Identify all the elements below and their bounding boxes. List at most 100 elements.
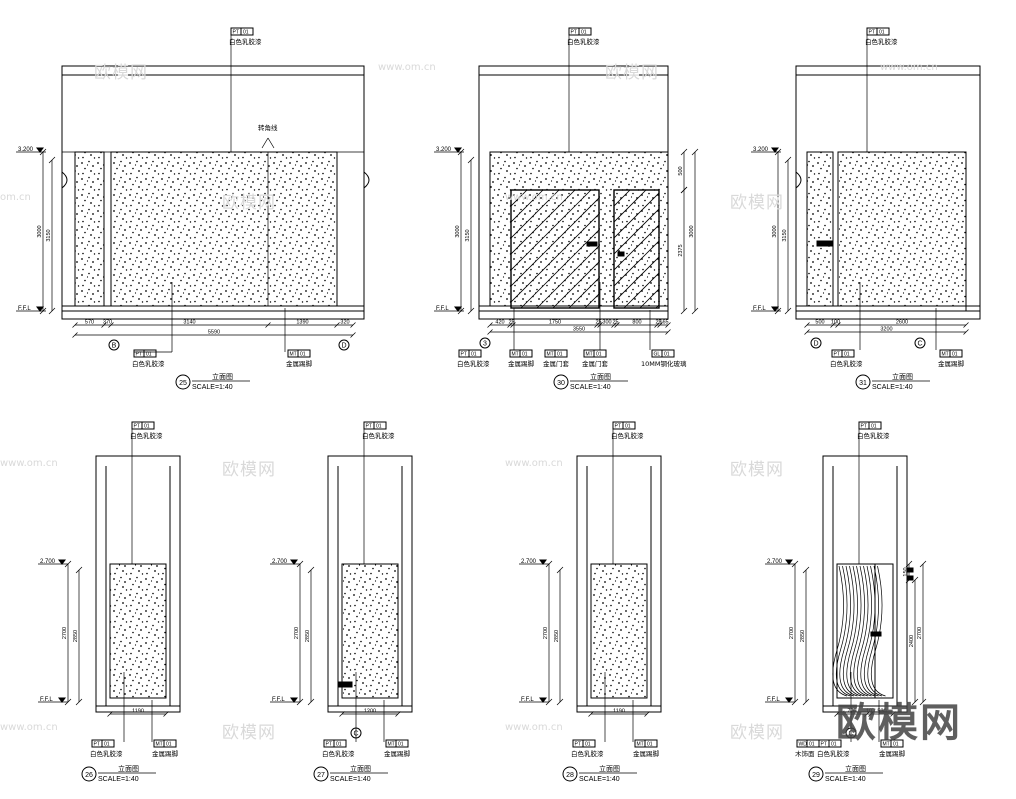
elev30-top-callout-tag-num — [578, 27, 592, 36]
elev26-skirting-callout-tag-code-text: MT — [156, 742, 163, 748]
elev30-dim-r1-tick — [680, 148, 688, 156]
elev30-door-left-frame — [510, 189, 600, 309]
elev30-dim-chain-text: 25 — [655, 320, 661, 326]
elev25-dim-total-tick — [350, 332, 356, 338]
elev31-dim-h1-tick — [774, 307, 782, 315]
elev30-handle — [586, 241, 598, 247]
elev25-bottom-callout-tag-num-text: 01 — [146, 352, 152, 358]
elev30-level-top-triangle — [454, 147, 462, 153]
elev30-frame-left-callout-tag-num — [554, 349, 568, 358]
elev26-bottom-callout-tag-num — [101, 739, 115, 748]
elev26-level-top-triangle — [58, 559, 66, 565]
elev27-skirting-callout-tag-num-text: 01 — [398, 742, 404, 748]
elev25-top-callout-text: 白色乳胶漆 — [229, 37, 262, 46]
elev26-dim-width-text: 1190 — [132, 709, 144, 715]
elev25-dim-h2-tick — [48, 307, 56, 315]
elev31-dim-h2-tick — [784, 307, 792, 315]
elev25-top-callout-tag-num — [240, 27, 254, 36]
elev30-dim-chain-text: 25 — [508, 320, 514, 326]
elev31-grid-c-text: C — [917, 341, 922, 348]
elev25-panel-left — [74, 151, 105, 307]
elev28-level-floor-text: F.F.L — [521, 697, 534, 703]
elev25-corner-arrow — [261, 137, 275, 149]
elev28-outline — [576, 455, 662, 713]
elev25-dim-total-tick — [72, 332, 78, 338]
elev30-dim-chain-text: 25 — [612, 320, 618, 326]
elev25-dim-chain-tick — [72, 322, 78, 328]
elev27-level-floor-triangle — [290, 697, 298, 703]
elev29-skirting-callout-text: 金属踢脚 — [879, 749, 906, 758]
elev30-door-right-frame — [613, 189, 660, 309]
elev26-panel — [109, 563, 167, 699]
elev30-top-callout-tag-code-text: PT — [571, 30, 577, 36]
elev28-top-callout-tag-num — [622, 421, 636, 430]
elev26-top-callout-tag-code-text: PT — [134, 424, 140, 430]
elev26-level-floor-triangle — [58, 697, 66, 703]
elev28-skirting-callout-tag-code-text: MT — [637, 742, 644, 748]
elev29-skirting-callout-tag-num — [890, 739, 904, 748]
elev31-dim-h1-tick — [774, 148, 782, 156]
elev30-bottom-callout-tag-num-text: 01 — [471, 352, 477, 358]
elev29-dim-h2-text: 2850 — [800, 630, 806, 642]
elev31-skirting-callout-tag-num — [949, 349, 963, 358]
elev25-skirting-callout-tag-num — [297, 349, 311, 358]
elev26-dim-width-tick — [107, 711, 113, 717]
elev27-top-callout-tag-num-text: 01 — [376, 424, 382, 430]
elev25-dim-chain-tick — [350, 322, 356, 328]
elev28-dim-h1-tick — [545, 698, 553, 706]
elev31-dim-chain-tick — [804, 322, 810, 328]
elev26-dim-h1-text: 2700 — [62, 627, 68, 639]
elev25-break-right — [363, 171, 370, 189]
elev29-dim-h2-tick — [802, 698, 810, 706]
elev30-level-top-text: 3.200 — [436, 147, 452, 153]
hatch-line — [672, 190, 790, 308]
elev28-level-top-text: 2.700 — [521, 559, 537, 565]
elev31-bottom-callout-tag-code-text: PT — [834, 352, 840, 358]
elev25-level-top-triangle — [36, 147, 44, 153]
elev29-dim-r1-tick — [905, 576, 913, 584]
elev27-dim-h2-tick — [307, 698, 315, 706]
elev25-top-callout-tag-code-text: PT — [233, 30, 239, 36]
elev30-dim-h1-text: 3000 — [455, 225, 461, 237]
elev27-top-callout-tag-num — [373, 421, 387, 430]
elev30-dim-total-tick — [487, 329, 493, 335]
elev30-skirting-callout-text: 金属踢脚 — [508, 359, 535, 368]
elev31-dim-h1-text: 3000 — [772, 225, 778, 237]
elev27-scale: SCALE=1:40 — [330, 776, 371, 783]
elev25-dim-chain-text: 1390 — [296, 320, 308, 326]
elev27-switch — [337, 681, 353, 688]
elev31-break-left — [795, 171, 802, 189]
elev27-bottom-callout-tag-num — [333, 739, 347, 748]
elev28-bottom-callout-tag-num-text: 01 — [585, 742, 591, 748]
wood-grain-line — [853, 565, 869, 697]
elev30-dim-h1-tick — [457, 148, 465, 156]
elev29-top-callout-tag-num-text: 01 — [871, 424, 877, 430]
elev29-dim-rtotal-tick — [919, 560, 927, 568]
elev31-level-floor-text: F.F.L — [753, 306, 766, 312]
elev29-outline — [822, 455, 908, 713]
hatch-line — [614, 192, 659, 239]
elev28-number: 28 — [566, 772, 574, 779]
elev30-level-floor-triangle — [454, 306, 462, 312]
elev25-grid-d-text: D — [341, 343, 346, 350]
elev30-top-callout-tag-num-text: 01 — [581, 30, 587, 36]
elev28-dim-width-text: 1190 — [613, 709, 625, 715]
elev30-scale: SCALE=1:40 — [570, 384, 611, 391]
elev25-dim-chain-text: 3140 — [183, 320, 195, 326]
elev27-top-callout-text: 白色乳胶漆 — [362, 431, 395, 440]
elev25-title: 立面图 — [212, 372, 233, 381]
elev26-level-floor-text: F.F.L — [40, 697, 53, 703]
elev27-dim-width-text: 1200 — [364, 709, 376, 715]
elev28-level-floor-triangle — [539, 697, 547, 703]
elev28-title: 立面图 — [599, 764, 620, 773]
elev29-dim-rmid-tick — [911, 698, 919, 706]
elev30-dim-chain-tick — [594, 322, 600, 328]
elev31-scale: SCALE=1:40 — [872, 384, 913, 391]
elev29-mark-2 — [907, 575, 914, 581]
elev26-number: 26 — [85, 772, 93, 779]
elev30-glass-tag-num — [661, 349, 675, 358]
elev29-dim-h2-tick — [802, 566, 810, 574]
elev29-top-callout-tag-num — [868, 421, 882, 430]
elev25-dim-chain-text: 370 — [103, 320, 112, 326]
elev31-skirting-callout-text: 金属踢脚 — [938, 359, 965, 368]
